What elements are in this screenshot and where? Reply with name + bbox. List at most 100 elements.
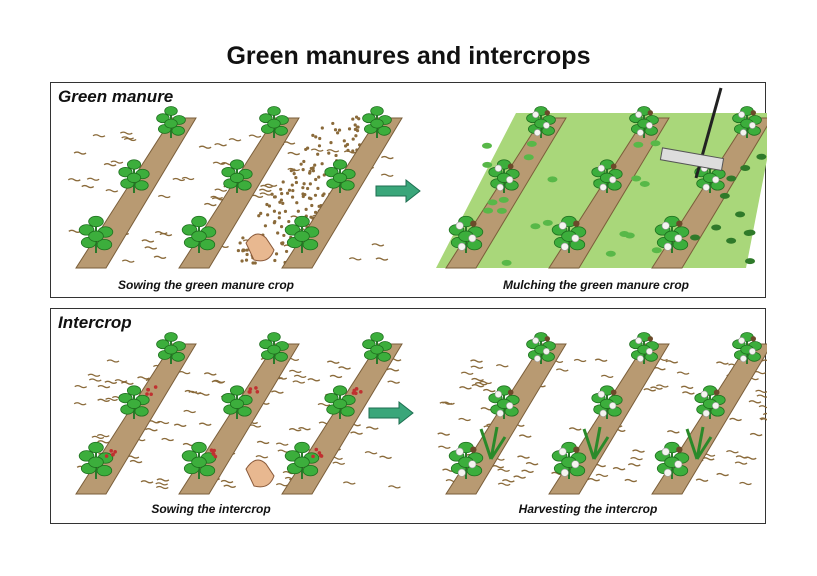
intercrop-seed <box>149 392 153 397</box>
seed-dot <box>244 258 249 262</box>
soil-mark <box>292 380 306 384</box>
green-manure-plant <box>726 237 737 244</box>
soil-mark <box>695 478 709 482</box>
seed-dot <box>301 168 305 172</box>
intercrop-seed <box>247 390 252 394</box>
cotton-boll <box>496 409 504 417</box>
cotton-boll <box>712 402 720 410</box>
soil-mark <box>181 176 195 181</box>
seed-pod <box>676 446 683 453</box>
soil-mark <box>470 359 483 363</box>
seed-pod <box>647 110 653 116</box>
soil-mark <box>288 369 302 374</box>
plant-leaf <box>377 125 391 136</box>
soil-mark <box>716 472 729 477</box>
seed-dot <box>331 121 335 126</box>
plant-leaf <box>377 351 391 362</box>
intercrop-seed <box>311 454 315 459</box>
intercrop-seed <box>110 452 115 457</box>
seed-pod <box>750 110 756 116</box>
cotton-boll <box>558 447 567 456</box>
seed-dot <box>295 201 299 205</box>
soil-mark <box>595 473 609 478</box>
seed-dot <box>305 146 310 150</box>
soil-mark <box>630 456 643 461</box>
seed-dot <box>322 192 326 196</box>
soil-mark <box>81 184 95 189</box>
soil-mark <box>365 426 379 430</box>
intercrop-illustration <box>73 332 767 495</box>
soil-mark <box>137 376 150 380</box>
seed-dot <box>280 241 284 245</box>
hand-icon <box>245 459 275 488</box>
soil-mark <box>386 368 400 372</box>
seed-dot <box>316 152 320 156</box>
seed-dot <box>266 213 270 217</box>
soil-mark <box>458 417 471 422</box>
intercrop-plant <box>685 426 713 460</box>
soil-mark <box>338 366 351 370</box>
seed-dot <box>327 151 331 155</box>
intercrop-seed <box>318 453 323 458</box>
plant-leaf <box>294 456 310 468</box>
seed-dot <box>257 214 261 218</box>
soil-mark <box>568 427 582 431</box>
soil-mark <box>214 143 227 147</box>
seed-dot <box>356 125 360 129</box>
plant-leaf <box>88 441 104 454</box>
soil-mark <box>87 373 101 377</box>
cotton-boll <box>748 347 756 355</box>
seed-dot <box>280 191 284 196</box>
plant-leaf <box>370 106 384 116</box>
plant-leaf <box>229 398 245 409</box>
seed-dot <box>265 202 269 207</box>
seed-dot <box>313 163 317 167</box>
plant-leaf <box>229 385 245 396</box>
cotton-boll <box>455 221 464 230</box>
seed-dot <box>292 172 296 176</box>
plant-leaf <box>126 398 142 409</box>
seed-dot <box>270 192 274 196</box>
soil-mark <box>114 379 128 383</box>
seed-dot <box>240 259 244 263</box>
plant-leaf <box>267 118 281 129</box>
plant-leaf <box>199 464 216 477</box>
plant-leaf <box>332 172 348 183</box>
cotton-boll <box>571 460 580 469</box>
soil-mark <box>144 246 158 250</box>
soil-mark <box>264 183 278 187</box>
soil-mark <box>371 243 385 247</box>
soil-mark <box>129 459 143 464</box>
soil-mark <box>183 409 197 414</box>
cotton-boll <box>560 468 569 477</box>
seed-dot <box>267 204 272 208</box>
cotton-boll <box>597 390 605 398</box>
soil-mark <box>348 257 362 261</box>
green-manure-plant <box>711 224 722 231</box>
soil-mark <box>342 481 356 485</box>
caption-sowing-intercrop: Sowing the intercrop <box>151 502 271 516</box>
soil-mark <box>497 468 510 472</box>
soil-mark <box>67 178 81 182</box>
green-manure-plant <box>523 154 534 161</box>
soil-mark <box>643 388 657 392</box>
seed-dot <box>294 180 299 185</box>
soil-mark <box>275 442 289 446</box>
soil-mark <box>188 390 202 395</box>
plant-leaf <box>274 351 288 362</box>
soil-mark <box>203 372 217 376</box>
green-manure-plant <box>633 141 644 148</box>
seed-dot <box>301 192 305 196</box>
cotton-boll <box>738 111 746 119</box>
soil-mark <box>497 482 511 486</box>
plant-leaf <box>340 406 355 417</box>
seed-dot <box>285 191 290 195</box>
green-manure-plant <box>542 219 553 226</box>
seed-pod <box>470 446 477 453</box>
plant-leaf <box>134 406 149 417</box>
soil-mark <box>86 177 100 181</box>
seed-dot <box>317 175 321 179</box>
seed-dot <box>317 204 321 208</box>
soil-mark <box>141 239 155 243</box>
cotton-boll <box>635 337 643 345</box>
